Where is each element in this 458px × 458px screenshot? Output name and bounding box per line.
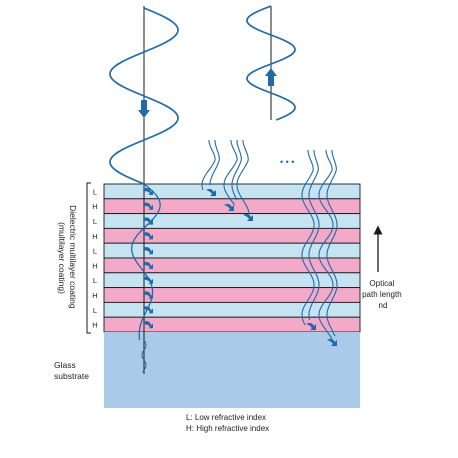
layer-letter: L <box>93 217 97 226</box>
reflected-wave <box>246 5 296 121</box>
layer-letter: H <box>92 261 97 270</box>
legend-low: L: Low refractive index <box>186 413 266 422</box>
hook-arrow-icon <box>306 322 316 330</box>
layer-letter: H <box>92 202 97 211</box>
coating-wave <box>131 183 161 341</box>
legend-high: H: High refractive index <box>186 424 269 433</box>
layer-stack <box>103 183 361 333</box>
path-ray-1 <box>201 140 216 191</box>
reflected-arrow-icon <box>265 68 277 86</box>
ellipsis: • • • <box>280 157 294 167</box>
hook-arrow-icon <box>224 203 234 211</box>
hook-arrow-icon <box>327 338 337 346</box>
path-ray-8 <box>318 150 334 341</box>
waves <box>109 5 338 374</box>
path-ray-6 <box>301 150 315 326</box>
layer-l-7 <box>103 272 361 289</box>
interface-arrow-icon <box>144 217 153 225</box>
interface-arrow-icon <box>144 261 153 269</box>
interface-arrow-icon <box>144 321 153 329</box>
interface-arrow-icon <box>144 291 153 299</box>
layer-l-5 <box>103 242 361 259</box>
path-ray-9 <box>326 150 338 337</box>
hook-arrow-icon <box>243 213 253 221</box>
coating-label: Dielectric multilayer coating (multilaye… <box>57 205 78 311</box>
interface-arrow-icon <box>144 276 153 284</box>
interface-arrow-icon <box>144 202 153 210</box>
coating-bracket <box>86 182 91 334</box>
layer-letter: L <box>93 306 97 315</box>
path-ray-4 <box>231 140 242 201</box>
layer-letter: L <box>93 276 97 285</box>
substrate-label: Glass substrate <box>54 360 89 381</box>
glass-substrate <box>104 332 360 408</box>
layer-letter: H <box>92 291 97 300</box>
layer-l-9 <box>103 301 361 318</box>
path-ray-2 <box>209 140 220 185</box>
path-ray-3 <box>223 140 238 206</box>
path-ray-5 <box>236 140 250 215</box>
layer-h-8 <box>103 287 361 303</box>
interface-arrow-icon <box>144 247 153 255</box>
substrate-wave <box>141 339 147 373</box>
layer-l-3 <box>103 213 361 229</box>
interface-arrow-icon <box>144 187 153 195</box>
incident-wave <box>109 7 179 185</box>
layer-letter: L <box>93 187 97 196</box>
layer-letter: H <box>92 232 97 241</box>
interface-arrow-icon <box>144 232 153 240</box>
hook-arrow-icon <box>206 188 216 196</box>
layer-letter: L <box>93 247 97 256</box>
optical-path-label: Optical path length nd <box>362 279 404 310</box>
interface-arrow-icon <box>144 306 153 314</box>
path-ray-7 <box>308 150 320 321</box>
layer-h-4 <box>103 227 361 244</box>
incident-arrow-icon <box>138 100 150 118</box>
layer-letter: H <box>92 321 97 330</box>
